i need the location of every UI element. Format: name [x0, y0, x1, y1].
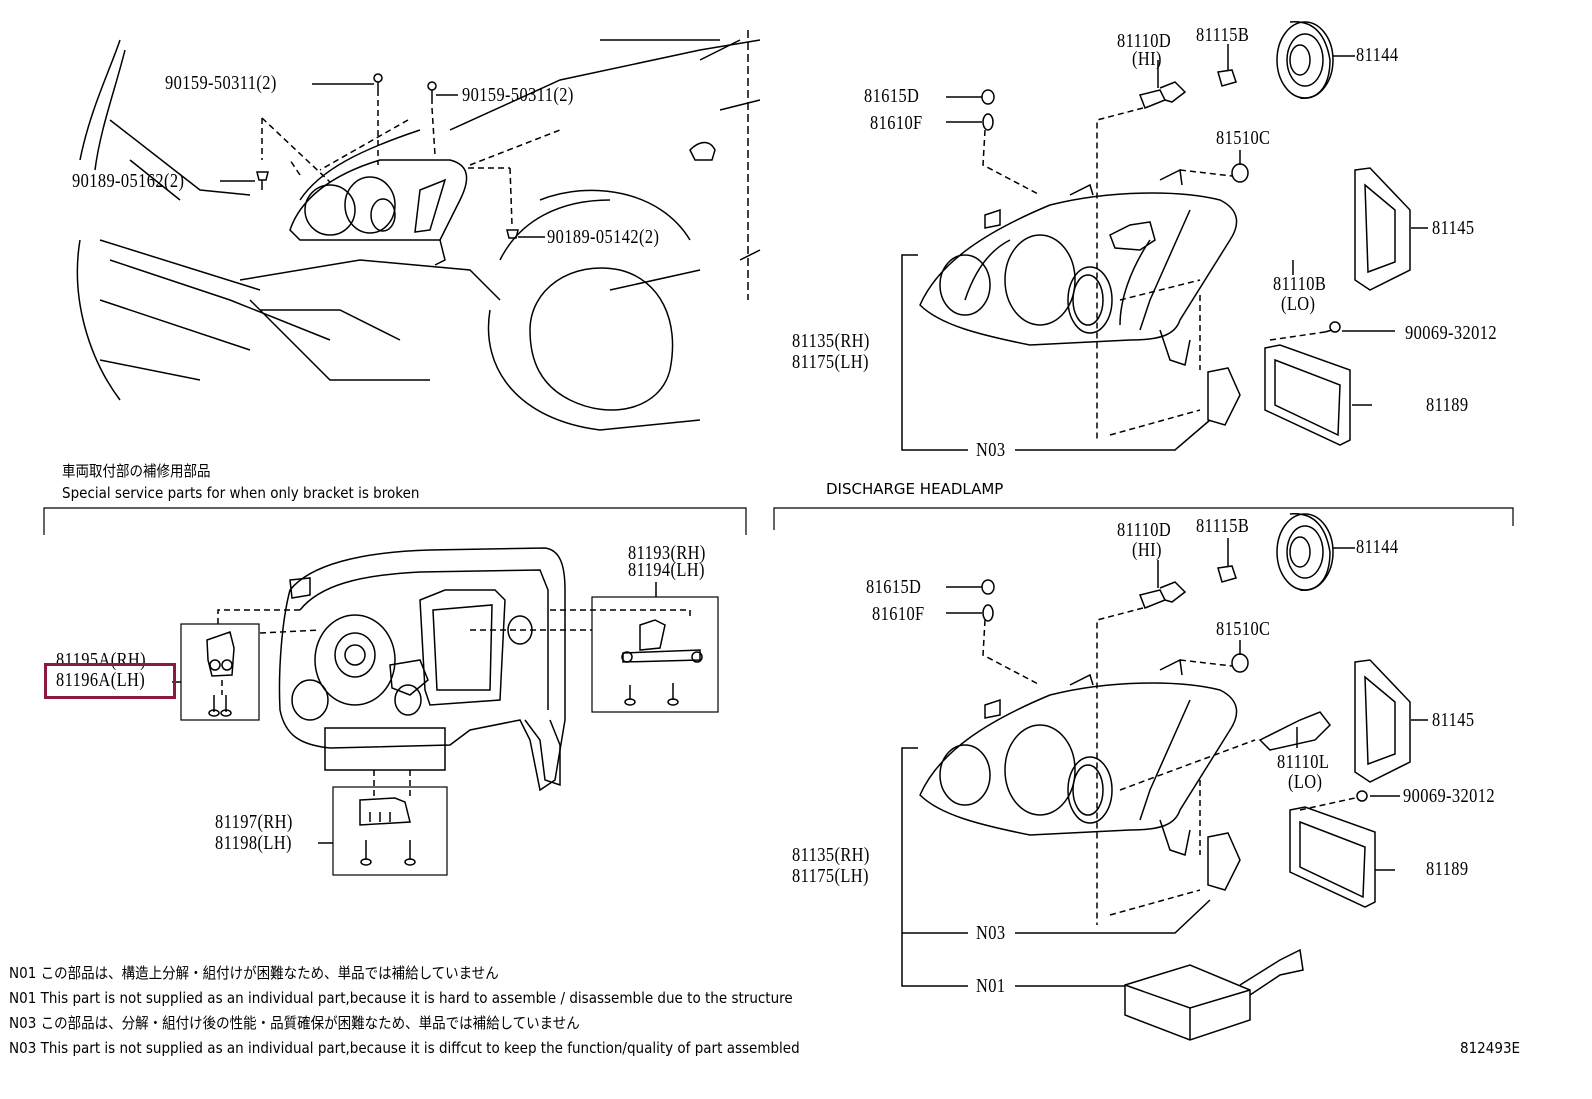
bracket-boxes	[180, 596, 719, 876]
part-label-hi-tag: (HI)	[1132, 48, 1162, 70]
part-label-ballast-d: N01	[976, 975, 1006, 997]
highlighted-part-box[interactable]	[44, 663, 176, 699]
note-n01-en: N01 This part is not supplied as an indi…	[9, 989, 793, 1007]
part-label-side-bulb: 81610F	[870, 112, 923, 134]
part-label-socket: 81115B	[1196, 24, 1250, 46]
part-label-small-bulb: 81510C	[1216, 127, 1271, 149]
halogen-leaders	[901, 44, 1428, 451]
part-label-housing-rh-d: 81135(RH)	[792, 844, 870, 866]
part-label-90189-05142: 90189-05142(2)	[547, 226, 660, 248]
note-n03-en: N03 This part is not supplied as an indi…	[9, 1039, 800, 1057]
part-label-side-bulb-d: 81610F	[872, 603, 925, 625]
car-headlamp	[289, 159, 468, 266]
part-label-socket-d: 81115B	[1196, 515, 1250, 537]
part-label-housing-rh: 81135(RH)	[792, 330, 870, 352]
screw-icons-install	[220, 73, 545, 239]
part-label-cover: 81189	[1426, 394, 1469, 416]
part-label-81197-rh: 81197(RH)	[215, 811, 293, 833]
part-label-lo-bulb-d: 81110L	[1277, 751, 1330, 773]
part-label-clip-d: 81615D	[866, 576, 922, 598]
headlamp-back-illustration	[278, 547, 566, 792]
discharge-section-frame	[773, 507, 1514, 530]
part-label-90159-50311-left: 90159-50311(2)	[165, 72, 277, 94]
note-n01-jp: N01 この部品は、構造上分解・組付けが困難なため、単品では補給していません	[9, 964, 499, 982]
part-label-cap-d: 81144	[1356, 536, 1399, 558]
discharge-leaders	[901, 538, 1428, 987]
discharge-section-title: DISCHARGE HEADLAMP	[826, 480, 1004, 498]
bracket-section-title-en: Special service parts for when only brac…	[62, 484, 420, 502]
halogen-headlamp-illustration	[919, 21, 1411, 446]
car-front-illustration	[76, 30, 761, 431]
part-label-cap: 81144	[1356, 44, 1399, 66]
part-label-actuator: N03	[976, 439, 1006, 461]
note-n03-jp: N03 この部品は、分解・組付け後の性能・品質確保が困難なため、単品では補給して…	[9, 1014, 580, 1032]
part-label-lo-tag-d: (LO)	[1288, 771, 1323, 793]
part-label-housing-lh-d: 81175(LH)	[792, 865, 869, 887]
part-label-clip: 81615D	[864, 85, 920, 107]
part-label-actuator-d: N03	[976, 922, 1006, 944]
part-label-housing-lh: 81175(LH)	[792, 351, 869, 373]
bracket-dashed	[217, 609, 691, 800]
discharge-dashed	[982, 607, 1356, 925]
part-label-lo-bulb: 81110B	[1273, 273, 1327, 295]
figure-id: 812493E	[1460, 1039, 1521, 1057]
part-label-81198-lh: 81198(LH)	[215, 832, 292, 854]
part-label-screw: 90069-32012	[1405, 322, 1497, 344]
part-label-hi-tag-d: (HI)	[1132, 539, 1162, 561]
part-label-90159-50311-right: 90159-50311(2)	[462, 84, 574, 106]
part-label-screw-d: 90069-32012	[1403, 785, 1495, 807]
bracket-section-title-jp: 車両取付部の補修用部品	[62, 462, 211, 480]
bracket-section-frame	[43, 507, 747, 535]
part-label-81194-lh: 81194(LH)	[628, 559, 705, 581]
part-label-81193-rh: 81193(RH)	[628, 542, 706, 564]
part-label-small-bulb-d: 81510C	[1216, 618, 1271, 640]
discharge-headlamp-illustration	[919, 513, 1411, 1041]
part-label-90189-05162: 90189-05162(2)	[72, 170, 185, 192]
part-label-gasket-d: 81145	[1432, 709, 1475, 731]
install-dashed-guides	[261, 100, 561, 226]
part-label-hi-bulb: 81110D	[1117, 30, 1172, 52]
halogen-dashed	[982, 107, 1326, 440]
part-label-81196a-lh[interactable]: 81196A(LH)	[56, 669, 146, 691]
part-label-hi-bulb-d: 81110D	[1117, 519, 1172, 541]
bracket-part-glyphs	[206, 619, 703, 866]
part-label-gasket: 81145	[1432, 217, 1475, 239]
part-label-cover-d: 81189	[1426, 858, 1469, 880]
part-label-lo-tag: (LO)	[1281, 293, 1316, 315]
